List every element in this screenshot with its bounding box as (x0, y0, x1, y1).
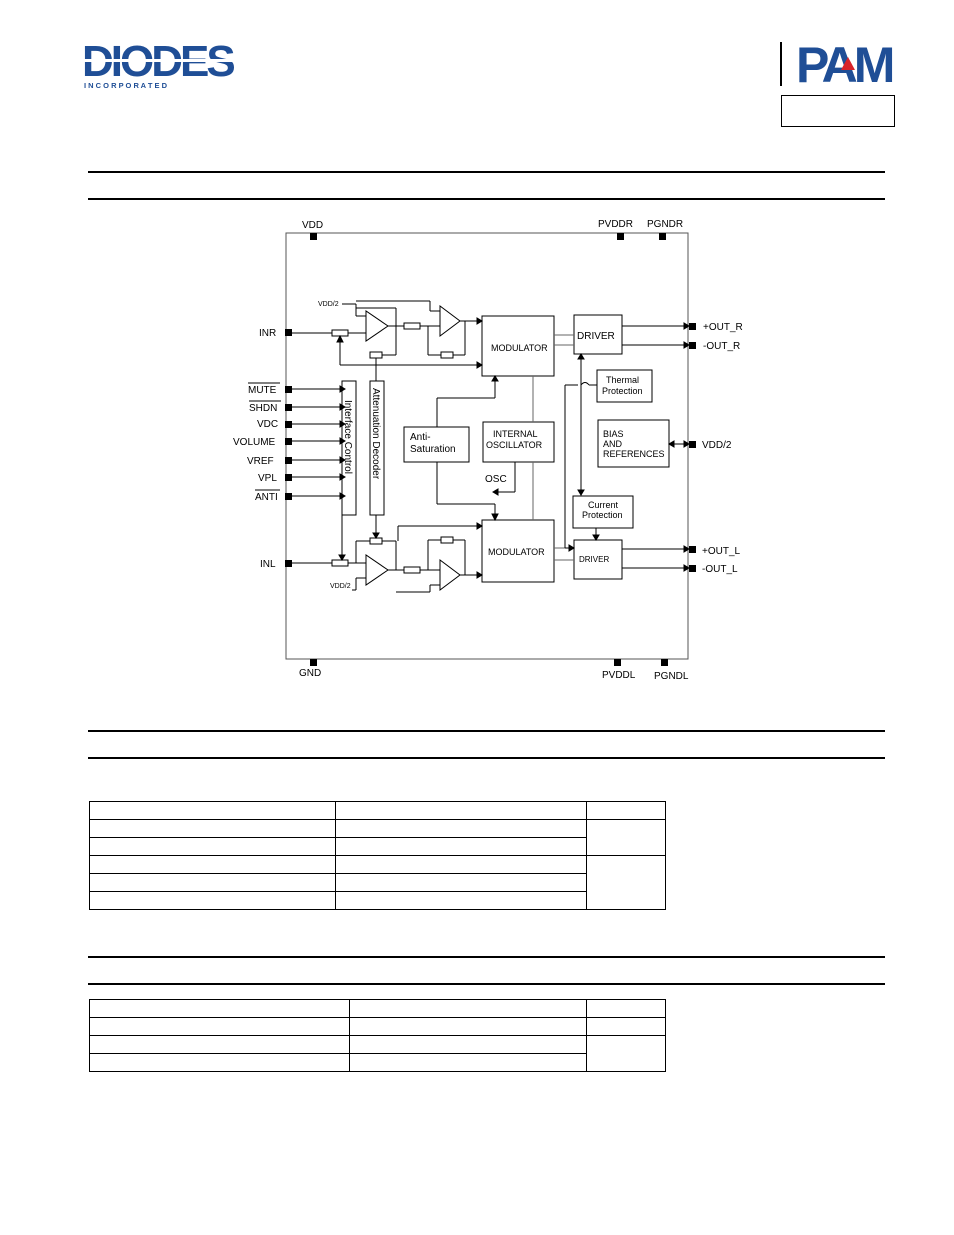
pin-label-pgndl: PGNDL (654, 671, 689, 682)
pin-shdn (285, 404, 292, 411)
driver-bottom-label: DRIVER (579, 555, 609, 564)
table-row (89, 819, 666, 856)
pin-label-gnd: GND (299, 668, 321, 679)
pin-vdd2 (689, 441, 696, 448)
pin-label-vdd: VDD (302, 220, 323, 231)
chip-outline (285, 232, 689, 660)
pin-label-mute: MUTE (248, 385, 277, 396)
pin-anti (285, 493, 292, 500)
pin-vpl (285, 474, 292, 481)
attenuation-decoder-block (369, 380, 385, 516)
anti-saturation-label-1: Anti- (410, 432, 431, 443)
block-diagram: VDD PVDDR PGNDR GND PVDDL PGNDL INR MUTE… (233, 219, 743, 682)
bias-label-3: REFERENCES (603, 449, 665, 459)
pin-pgndr (659, 233, 666, 240)
part-number-box (781, 95, 895, 127)
oscillator-label-2: OSCILLATOR (486, 440, 543, 450)
modulator-top-label: MODULATOR (491, 343, 548, 353)
pin-inr (285, 329, 292, 336)
pin-vdd (310, 233, 317, 240)
table-2 (89, 999, 666, 1072)
pin-vref (285, 457, 292, 464)
pin-label-pvddl: PVDDL (602, 670, 636, 681)
table-row (89, 1035, 666, 1072)
pin-mute (285, 386, 292, 393)
attenuation-decoder-label: Attenuation Decoder (370, 388, 381, 480)
pin-out-r-pos (689, 323, 696, 330)
table-1 (89, 801, 666, 910)
internal-oscillator-block (482, 421, 555, 463)
section-rule-mid-2 (88, 757, 885, 759)
table-row (89, 891, 666, 910)
pin-gnd (310, 659, 317, 666)
pin-pvddl (614, 659, 621, 666)
pin-vdc (285, 421, 292, 428)
pin-out-l-neg (689, 565, 696, 572)
vdd2-bottom-label: VDD/2 (330, 583, 351, 590)
pin-label-inr: INR (259, 328, 276, 339)
current-label-1: Current (588, 500, 619, 510)
pin-pvddr (617, 233, 624, 240)
diodes-logo-text: DIODES (82, 40, 234, 86)
section-rule-bottom-2 (88, 983, 885, 985)
pin-out-l-pos (689, 546, 696, 553)
driver-top-label: DRIVER (577, 331, 615, 342)
pin-inl (285, 560, 292, 567)
table-row (89, 837, 666, 856)
current-label-2: Protection (582, 510, 623, 520)
table-row (89, 855, 666, 910)
section-rule-mid-1 (88, 730, 885, 732)
modulator-top-block (481, 315, 555, 377)
section-rule-top-1 (88, 171, 885, 173)
pin-label-vpl: VPL (258, 473, 277, 484)
diodes-logo-subtext: I N C O R P O R A T E D (84, 81, 168, 90)
pin-label-pgndr: PGNDR (647, 219, 683, 230)
thermal-label-1: Thermal (606, 375, 639, 385)
vdd2-top-label: VDD/2 (318, 301, 339, 308)
pin-label-vdc: VDC (257, 419, 278, 430)
pam-logo: PAM (780, 40, 897, 93)
current-protection-block (572, 495, 634, 529)
right-channel-preamp: VDD/2 (292, 300, 483, 381)
table-row (89, 801, 666, 820)
pin-label-out-r-pos: +OUT_R (703, 322, 743, 333)
modulator-bottom-block (481, 519, 555, 583)
thermal-protection-block (596, 369, 653, 403)
osc-label: OSC (485, 474, 507, 485)
pin-label-anti: ANTI (255, 492, 278, 503)
pam-accent-triangle (841, 57, 855, 70)
interface-control-block (341, 380, 357, 516)
section-rule-top-2 (88, 198, 885, 200)
pin-out-r-neg (689, 342, 696, 349)
diodes-logo: DIODES I N C O R P O R A T E D (82, 40, 252, 90)
control-input-arrows (292, 385, 346, 500)
pin-label-volume: VOLUME (233, 437, 276, 448)
bias-label-1: BIAS (603, 429, 624, 439)
anti-saturation-label-2: Saturation (410, 444, 456, 455)
left-channel-preamp: VDD/2 (292, 515, 483, 593)
pin-label-vdd2: VDD/2 (702, 440, 732, 451)
pin-label-out-l-neg: -OUT_L (702, 564, 738, 575)
oscillator-label-1: INTERNAL (493, 429, 538, 439)
pin-label-pvddr: PVDDR (598, 219, 633, 230)
interface-control-label: Interface Control (342, 400, 353, 474)
modulator-bottom-label: MODULATOR (488, 547, 545, 557)
pin-label-out-l-pos: +OUT_L (702, 546, 741, 557)
pin-label-shdn: SHDN (249, 403, 277, 414)
bias-label-2: AND (603, 439, 623, 449)
pin-volume (285, 438, 292, 445)
table-row (89, 873, 666, 892)
thermal-label-2: Protection (602, 386, 643, 396)
table-row (89, 1017, 666, 1036)
pin-label-inl: INL (260, 559, 276, 570)
section-rule-bottom-1 (88, 956, 885, 958)
pin-label-out-r-neg: -OUT_R (703, 341, 740, 352)
table-row (89, 1053, 666, 1072)
pin-label-vref: VREF (247, 456, 274, 467)
table-row (89, 999, 666, 1018)
pin-pgndl (661, 659, 668, 666)
